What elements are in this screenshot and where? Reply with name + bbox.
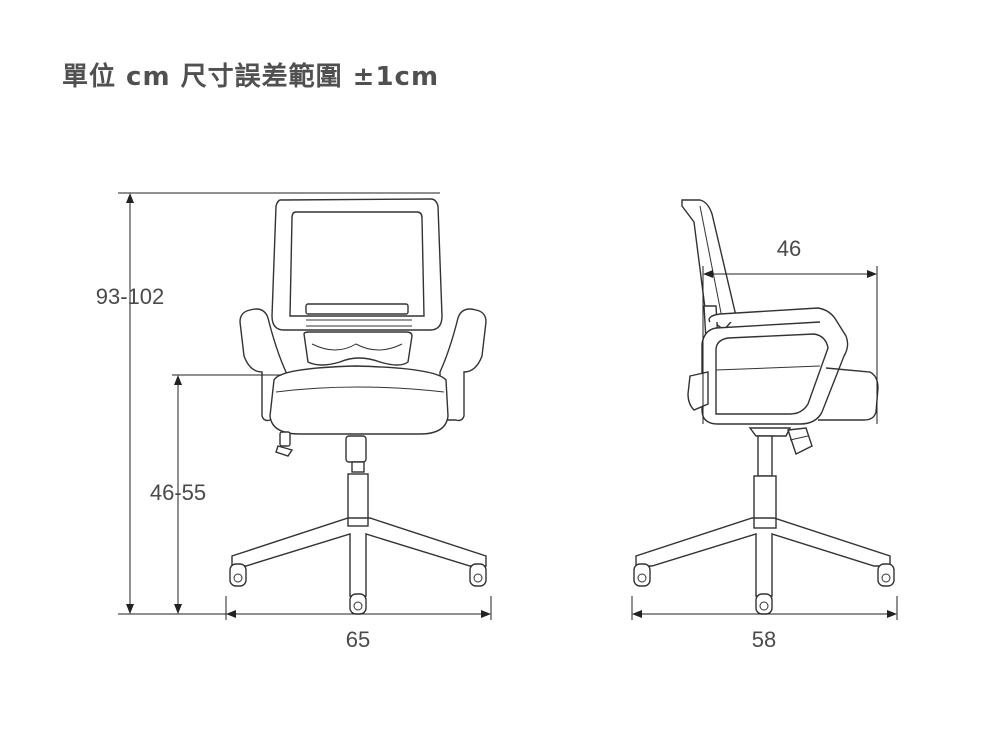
seat-height-label: 46-55 <box>150 480 206 505</box>
width-front-label: 65 <box>346 627 370 652</box>
side-dimensions <box>631 266 898 620</box>
depth-side-label: 58 <box>752 627 776 652</box>
seat-depth-label: 46 <box>777 236 801 261</box>
side-view-chair <box>633 199 895 615</box>
front-view-chair <box>229 198 487 615</box>
front-dimensions <box>118 192 492 620</box>
page-title: 單位 cm 尺寸誤差範圍 ±1cm <box>62 62 440 92</box>
height-total-label: 93-102 <box>96 284 165 309</box>
